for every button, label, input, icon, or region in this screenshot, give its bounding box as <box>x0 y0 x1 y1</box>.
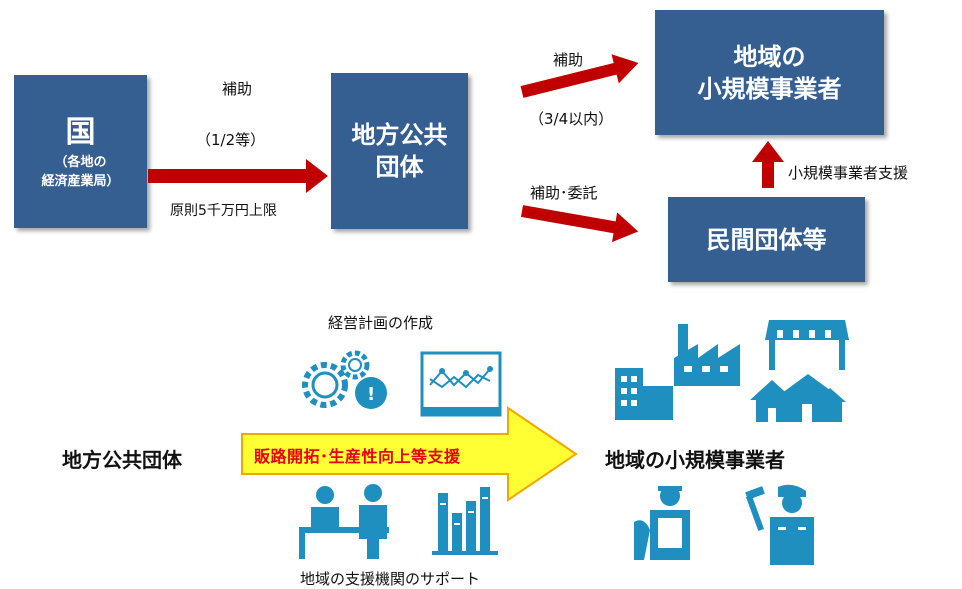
minkan-box: 民間団体等 <box>668 197 865 282</box>
office-building-icon <box>615 368 673 420</box>
carpenter-icon <box>745 484 814 565</box>
svg-text:!: ! <box>367 384 375 405</box>
small-biz-line1: 地域の <box>733 42 806 71</box>
small-biz-box: 地域の 小規模事業者 <box>655 10 884 135</box>
chiho-box: 地方公共 団体 <box>331 73 468 229</box>
bar-chart-icon <box>432 487 498 555</box>
shop-awning-icon <box>765 320 849 370</box>
line-chart-icon <box>420 351 502 417</box>
bottom-left-label: 地方公共団体 <box>62 448 182 472</box>
gears-icon: ! <box>302 350 387 409</box>
minkan-label: 民間団体等 <box>706 225 827 254</box>
bottom-right-label: 地域の小規模事業者 <box>605 448 785 472</box>
fishmonger-icon <box>634 486 690 560</box>
support-banner-arrow <box>241 406 578 502</box>
arrow-chiho-to-small-biz <box>520 54 639 98</box>
small-biz-line2: 小規模事業者 <box>697 74 842 103</box>
kuni-box: 国 （各地の 経済産業局） <box>14 75 147 228</box>
label-ratio-1: （1/2等） <box>196 131 266 149</box>
caption-plan: 経営計画の作成 <box>328 314 434 332</box>
label-hojo-itaku: 補助･委託 <box>530 184 598 202</box>
label-limit: 原則5千万円上限 <box>170 203 277 219</box>
label-hojo-1: 補助 <box>222 80 253 98</box>
label-support: 小規模事業者支援 <box>788 164 909 182</box>
factory-icon <box>674 324 740 386</box>
arrow-minkan-to-small-biz <box>752 141 784 188</box>
consultation-icon <box>299 484 389 559</box>
houses-icon <box>750 374 846 422</box>
caption-support: 地域の支援機関のサポート <box>300 570 481 588</box>
label-hojo-2: 補助 <box>553 51 584 69</box>
chiho-line1: 地方公共 <box>351 121 448 149</box>
label-ratio-2: （3/4以内） <box>529 110 614 128</box>
kuni-title: 国 <box>65 114 96 150</box>
kuni-subtitle: （各地の 経済産業局） <box>41 154 120 189</box>
chiho-line2: 団体 <box>375 153 424 181</box>
arrow-chiho-to-minkan <box>520 205 639 243</box>
arrow-kuni-to-chiho <box>148 159 328 193</box>
banner-text: 販路開拓･生産性向上等支援 <box>254 447 461 466</box>
